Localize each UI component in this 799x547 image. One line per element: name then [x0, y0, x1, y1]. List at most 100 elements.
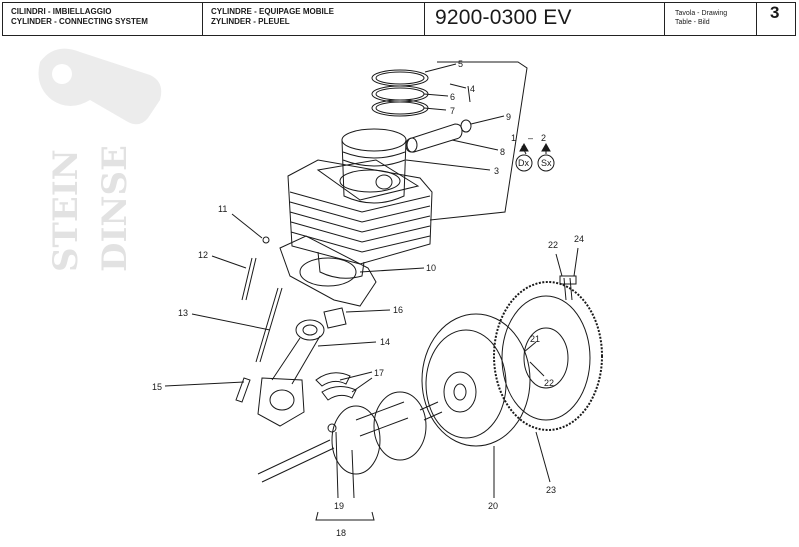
piston-pin-group	[405, 119, 472, 153]
label-part-6: 6	[450, 92, 455, 102]
leader-15	[164, 381, 245, 387]
group-title-fr: CYLINDRE - EQUIPAGE MOBILE	[211, 7, 334, 16]
label-part-1: 1	[511, 133, 516, 143]
group-title-it: CILINDRI - IMBIELLAGGIO	[11, 7, 112, 16]
rod-big-end-bore	[269, 389, 295, 411]
watermark-wrench-hole	[52, 64, 72, 84]
rod-small-end	[295, 319, 325, 341]
bearing-shell-upper	[315, 372, 351, 387]
leader-16	[345, 309, 391, 313]
bolt-shank	[563, 277, 573, 301]
label-part-19: 19	[334, 501, 344, 511]
cylinder-bore	[339, 169, 401, 193]
pin-clip	[460, 119, 472, 133]
group-title-fr-de: CYLINDRE - EQUIPAGE MOBILE ZYLINDER - PL…	[203, 3, 425, 35]
crank-web-right	[373, 391, 427, 461]
bracket-group-4	[429, 61, 528, 221]
leader-lines	[164, 63, 579, 499]
leader-19	[335, 431, 339, 499]
label-part-15: 15	[152, 382, 162, 392]
leader-11	[231, 213, 263, 239]
label-part-8: 8	[500, 147, 505, 157]
gasket-bore	[299, 257, 357, 287]
leader-22a	[555, 253, 563, 277]
label-part-11: 11	[218, 204, 227, 214]
side-markers	[515, 142, 555, 172]
label-part-22a: 22	[548, 240, 558, 250]
ring-top-inner	[375, 71, 425, 85]
stud-bolt	[235, 377, 251, 403]
cylinder-top-face	[316, 159, 420, 201]
leader-17a	[339, 371, 373, 381]
stud-short	[241, 257, 257, 301]
leader-9	[470, 115, 505, 125]
bolt-head	[559, 275, 577, 285]
label-part-12: 12	[198, 250, 208, 260]
label-part-20: 20	[488, 501, 498, 511]
piston-groove-1	[342, 151, 406, 159]
leader-17b	[351, 377, 373, 393]
flywheel-center	[453, 383, 467, 401]
bracket-tick-4	[467, 85, 471, 103]
title-block: CILINDRI - IMBIELLAGGIO CYLINDER - CONNE…	[2, 2, 796, 36]
cylinder-fin-3	[289, 211, 431, 233]
cylinder-spigot	[317, 251, 365, 279]
label-part-9: 9	[506, 112, 511, 122]
leader-13	[191, 313, 271, 331]
flywheel-outer	[421, 313, 531, 447]
drawing-code: 9200-0300 EV	[425, 3, 665, 35]
leader-8	[451, 139, 499, 151]
label-part-16: 16	[393, 305, 403, 315]
label-part-22b: 22	[544, 378, 554, 388]
label-part-18: 18	[336, 528, 346, 538]
cylinder-outline	[287, 159, 433, 265]
leader-6	[423, 93, 449, 97]
label-part-2: 2	[541, 133, 546, 143]
crankshaft	[257, 391, 443, 483]
stud-long	[255, 287, 283, 363]
piston-groove-2	[342, 159, 406, 167]
rod-beam	[271, 335, 321, 385]
sx-arrow	[541, 142, 551, 152]
label-part-21: 21	[530, 334, 540, 344]
watermark-wrench-shape	[38, 48, 162, 125]
cylinder-fin-4	[290, 221, 431, 243]
label-dash: –	[528, 133, 533, 143]
sx-circle	[537, 154, 555, 172]
leader-19b	[351, 449, 355, 499]
rod-big-end	[257, 377, 305, 427]
piston	[341, 128, 407, 204]
label-part-4: 4	[470, 84, 475, 94]
crank-washer	[327, 423, 337, 433]
label-part-14: 14	[380, 337, 390, 347]
piston-pin-end	[406, 137, 418, 153]
bearing-shell-lower	[321, 386, 357, 401]
table-label-line-2: Table - Bild	[675, 19, 710, 26]
leader-5	[424, 63, 457, 73]
piston-crown	[341, 128, 407, 152]
label-part-17: 17	[374, 368, 384, 378]
label-part-24: 24	[574, 234, 584, 244]
group-title-en: CYLINDER - CONNECTING SYSTEM	[11, 17, 148, 26]
piston-skirt	[341, 139, 407, 204]
part-number-labels: 5 4 6 7 9 1 – 2 8 3 Dx Sx 11 12 10 22 24…	[152, 59, 584, 538]
stein-dinse-watermark: STEIN DINSE	[38, 48, 162, 272]
cylinder-studs	[235, 236, 283, 403]
ring-gear-bore	[523, 327, 569, 389]
label-part-7: 7	[450, 106, 455, 116]
cylinder-fin-5	[290, 231, 431, 253]
leader-14	[317, 341, 377, 347]
ring-gear-outer	[493, 281, 603, 431]
leader-23	[535, 431, 551, 483]
leader-10	[359, 267, 425, 273]
piston-pin-boss	[375, 174, 393, 190]
label-part-13: 13	[178, 308, 188, 318]
table-number: 3	[770, 3, 780, 22]
ring-gear-bolt	[559, 275, 577, 301]
crank-shaft-end	[257, 439, 335, 483]
bracket-lines	[315, 61, 528, 521]
leader-4	[449, 83, 467, 89]
stud-nut	[262, 236, 270, 244]
group-title-it-en: CILINDRI - IMBIELLAGGIO CYLINDER - CONNE…	[3, 3, 203, 35]
